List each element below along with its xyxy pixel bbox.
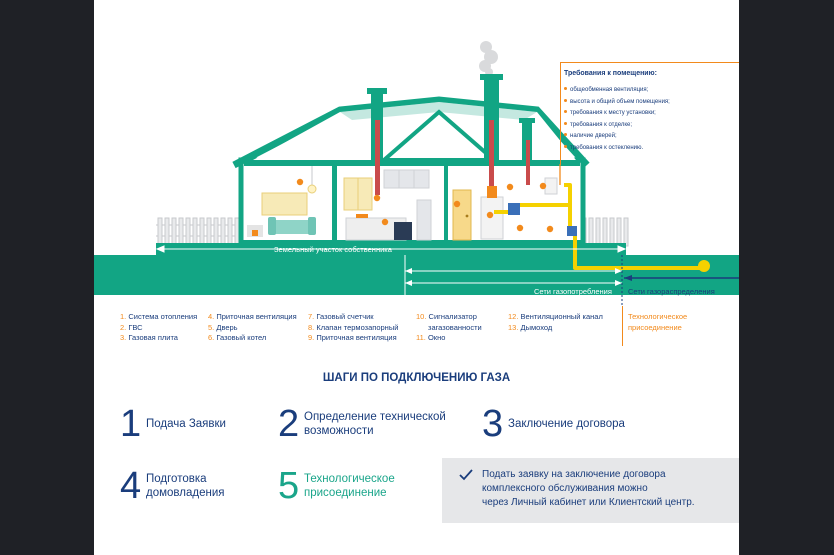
house [232,74,590,247]
land-plot-label: Земельный участок собственника [274,245,392,254]
step-number: 2 [278,403,300,445]
legend-column: 1. Система отопления 2. ГВС 3. Газовая п… [120,312,197,344]
fence-left [156,217,244,247]
list-item: 7. Газовый счетчик [308,312,374,321]
step-1: 1 Подача Заявки [120,404,226,444]
house-illustration [94,41,739,305]
list-item: 6. Газовый котел [208,333,267,342]
step-number: 4 [120,465,142,507]
list-item: 5. Дверь [208,322,238,332]
living-room [247,166,317,237]
step-label: Заключение договора [508,418,625,430]
list-item: общеобменная вентиляция; [564,85,670,97]
steps-title: ШАГИ ПО ПОДКЛЮЧЕНИЮ ГАЗА [322,372,511,384]
requirements-panel: Требования к помещению: общеобменная вен… [560,62,739,165]
requirements-list: общеобменная вентиляция; высота и общий … [564,85,670,154]
note-text: Подать заявку на заключение договора ком… [482,469,695,508]
list-item: требования к месту установки; [564,108,670,120]
list-item: требования к отделке; [564,120,670,132]
list-item: 9. Приточная вентиляция [308,333,397,342]
list-item: 2. ГВС [120,322,143,332]
distribution-network-label: Сети газораспределения [628,287,715,296]
list-item: 1. Система отопления [120,312,198,321]
equipment-markers [296,178,554,233]
legend-column: 4. Приточная вентиляция 5. Дверь 6. Газо… [208,312,297,344]
boiler-room [480,177,558,240]
tech-connection-note: Технологическое присоединение [628,312,688,332]
legend-column: 7. Газовый счетчик 8. Клапан термозапорн… [308,312,398,344]
list-item: 12. Вентиляционный канал [508,312,603,321]
list-item: 3. Газовая плита [120,333,178,342]
requirements-title: Требования к помещению: [564,70,657,77]
land-plot-arrow [155,245,627,253]
list-item: загазованности [428,322,482,332]
list-item: высота и общий объем помещения; [564,97,670,109]
legend-column: 12. Вентиляционный канал 13. Дымоход [508,312,603,333]
tech-note-divider [622,306,624,346]
gas-meter-icon [508,203,520,215]
list-item: 10. Сигнализатор [416,312,477,321]
legend-column: 10. Сигнализатор загазованности 11. Окно [416,312,482,344]
list-item: 13. Дымоход [508,322,553,332]
infographic-page: { "requirements": { "title": "Требования… [94,0,739,555]
kitchen [343,169,432,241]
fence-right [581,217,629,247]
smoke-icon [479,41,498,76]
ground [94,255,739,295]
list-item: 8. Клапан термозапорный [308,322,399,332]
step-3: 3 Заключение договора [482,404,625,444]
step-number: 1 [120,403,142,445]
distribution-network-arrow [621,255,739,305]
gas-connection-point [698,260,710,272]
gas-valve-icon [567,226,577,236]
door [452,189,472,241]
consumption-network-label: Сети газопотребления [534,287,612,296]
step-number: 3 [482,403,504,445]
checkmark-icon [459,469,473,481]
list-item: требования к остеклению. [564,143,670,155]
consumption-network-arrow [404,255,622,295]
application-note: Подать заявку на заключение договора ком… [442,458,739,523]
step-label: Подача Заявки [146,418,226,430]
list-item: 11. Окно [416,333,446,342]
list-item: наличие дверей; [564,131,670,143]
step-number: 5 [278,465,300,507]
list-item: 4. Приточная вентиляция [208,312,297,321]
